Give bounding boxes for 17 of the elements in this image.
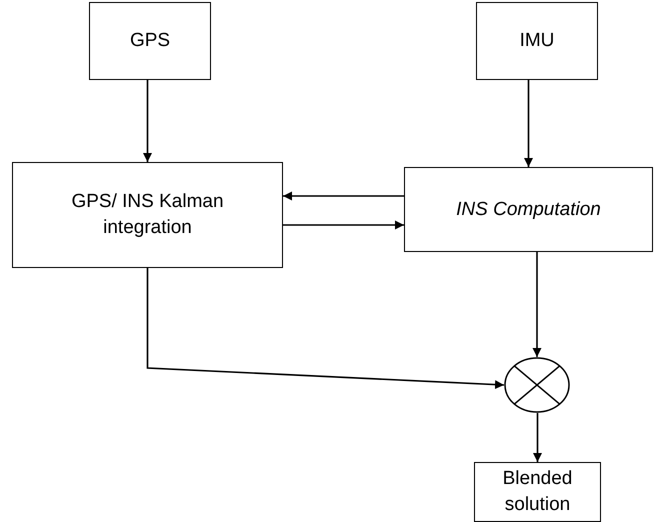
box-label: INS Computation <box>456 198 601 222</box>
box-label: GPS/ INS Kalman integration <box>70 190 225 240</box>
arrow <box>533 413 542 462</box>
process-box <box>404 167 653 252</box>
arrow <box>283 192 404 200</box>
box-label: GPS <box>130 29 170 54</box>
box-label: IMU <box>520 29 554 54</box>
arrow <box>524 80 533 167</box>
arrow <box>532 252 542 357</box>
arrow <box>146 268 504 390</box>
process-box <box>12 162 283 268</box>
arrow <box>143 80 152 162</box>
box-label: Blended solution <box>502 467 574 517</box>
process-box <box>474 462 601 522</box>
arrow <box>283 220 404 230</box>
process-box <box>89 2 211 80</box>
process-box <box>476 2 598 80</box>
